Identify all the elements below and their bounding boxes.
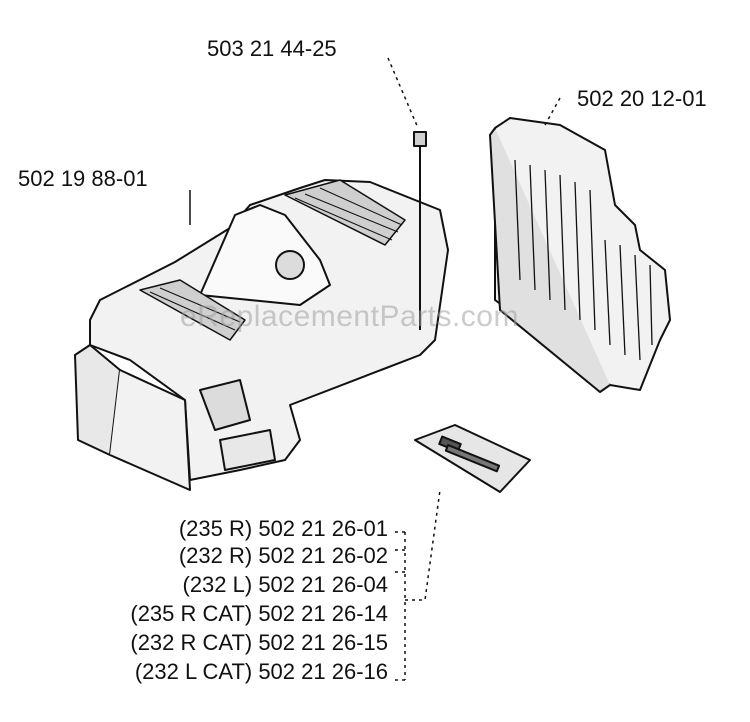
leader-filter [544,97,561,126]
leader-screw [387,57,419,129]
screw [413,131,427,330]
decal-item-2: (232 R) 502 21 26-02 [178,543,388,568]
decal-item-4: (235 R CAT) 502 21 26-14 [130,601,388,626]
label-cover: 502 19 88-01 [18,166,148,191]
decal-item-5: (232 R CAT) 502 21 26-15 [130,630,388,655]
label-filter: 502 20 12-01 [577,86,707,111]
decal-item-1: (235 R) 502 21 26-01 [178,516,388,541]
cylinder-cover [74,179,449,491]
decal-item-3: (232 L) 502 21 26-04 [182,572,389,597]
decal [414,424,531,493]
label-screw: 503 21 44-25 [207,36,337,61]
leader-decal [395,489,441,681]
air-filter [489,117,671,393]
watermark: eReplacementParts.com [180,300,519,333]
decal-item-6: (232 L CAT) 502 21 26-16 [134,659,388,684]
